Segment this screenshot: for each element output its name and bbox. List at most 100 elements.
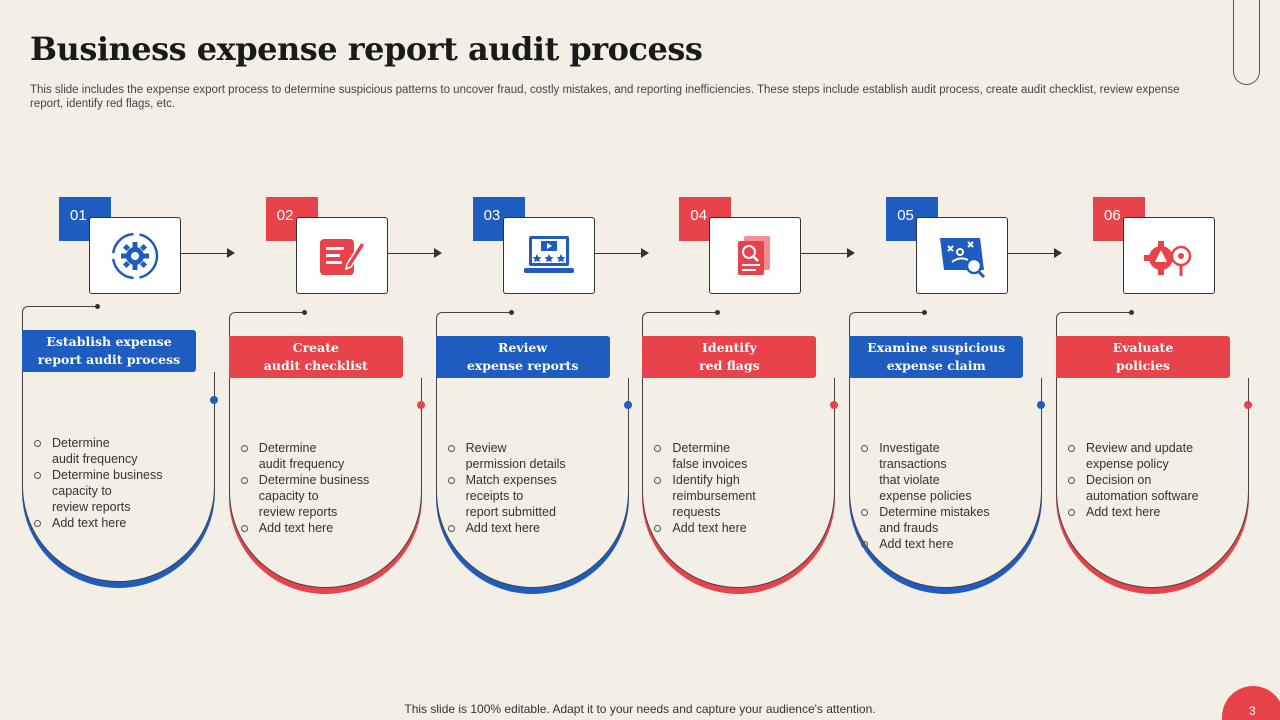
bullet-line: Add text here — [1086, 505, 1161, 519]
step-title-line: red flags — [699, 358, 760, 373]
step-title-line: audit checklist — [263, 358, 368, 373]
bullet-line: Add text here — [258, 521, 334, 535]
step-title-line: policies — [1116, 358, 1170, 373]
connector-dot — [922, 310, 928, 315]
bullet-line: Determine mistakes — [879, 505, 990, 519]
connector-dot — [1129, 310, 1134, 315]
bullet-line: Investigate transactions — [879, 441, 947, 471]
step-arrow — [594, 248, 649, 258]
bullet-item: Add text here — [240, 520, 390, 536]
bullet-item: Add text here — [860, 536, 1010, 552]
bullet-item: Determine mistakes and frauds — [860, 504, 1010, 536]
page-subtitle: This slide includes the expense export p… — [30, 84, 1180, 110]
step-title-line: expense reports — [466, 358, 579, 373]
bullet-line: reimbursement — [672, 489, 756, 503]
step-connector — [642, 312, 719, 336]
cup-outline — [642, 378, 836, 588]
step-title-line: Evaluate — [1112, 340, 1174, 355]
bullet-line: audit frequency — [52, 452, 138, 466]
step-title-line: Examine suspicious — [867, 340, 1006, 355]
step-number: 03 — [472, 197, 525, 241]
bullet-line: Match expenses — [465, 473, 557, 487]
step-icon-box — [916, 217, 1009, 294]
connector-dot — [715, 310, 721, 315]
bullet-line: Add text here — [465, 521, 540, 535]
end-dot — [210, 396, 218, 404]
bullet-line: Determine — [52, 436, 110, 450]
step-title: Evaluate policies — [1056, 336, 1230, 378]
bullet-item: Decision on automation software — [1067, 472, 1217, 504]
step-title: Establish expense report audit process — [22, 330, 196, 372]
step-title-line: Establish expense — [46, 334, 172, 349]
step-connector — [849, 312, 926, 336]
page-title: Business expense report audit process — [30, 30, 703, 68]
bullet-line: requests — [672, 505, 721, 519]
process-step: 04 Identify red flags Determine false in… — [642, 0, 856, 720]
bullet-line: false invoices — [672, 457, 748, 471]
end-dot — [623, 401, 632, 409]
connector-dot — [95, 304, 100, 309]
bullet-line: Review — [465, 441, 507, 455]
bullet-line: expense policies — [879, 489, 972, 503]
cup-outline — [849, 378, 1043, 588]
bullet-line: Determine business — [258, 473, 370, 487]
bullet-line: review reports — [258, 505, 338, 519]
step-icon-box — [709, 217, 802, 294]
cup-outline — [22, 372, 215, 582]
step-connector — [435, 312, 512, 336]
bullet-item: Determine business capacity to review repo… — [33, 467, 183, 515]
end-dot — [1037, 401, 1046, 409]
bullet-line: Add text here — [52, 516, 127, 530]
footer-note: This slide is 100% editable. Adapt it to… — [404, 702, 876, 716]
process-step: 01 Establish expense report audit proces… — [22, 0, 235, 720]
end-dot — [416, 401, 425, 409]
connector-dot — [301, 310, 307, 315]
bullet-line: automation software — [1086, 489, 1199, 503]
bullet-line: review reports — [52, 500, 131, 514]
bullet-item: Add text here — [33, 515, 183, 531]
bullet-line: and frauds — [879, 521, 939, 535]
document-magnifier-icon — [732, 232, 778, 280]
bullet-line: Add text here — [879, 537, 954, 551]
step-title-line: Review — [498, 340, 548, 355]
step-icon-box — [1123, 217, 1215, 294]
bullet-line: Determine — [258, 441, 317, 455]
step-icon-box — [89, 217, 181, 294]
bullet-line: receipts to — [465, 489, 524, 503]
bullet-line: Decision on — [1086, 473, 1152, 487]
step-arrow — [387, 248, 442, 258]
laptop-video-rating-icon — [521, 232, 577, 280]
bullet-line: Add text here — [672, 521, 747, 535]
bullet-item: Determine audit frequency — [33, 435, 183, 467]
bullet-line: capacity to — [52, 484, 112, 498]
bullet-line: report submitted — [465, 505, 556, 519]
cup-outline — [1056, 378, 1249, 588]
bullet-line: Determine — [672, 441, 731, 455]
bullet-line: Determine business — [52, 468, 163, 482]
step-connector — [228, 312, 305, 336]
bullet-item: Add text here — [447, 520, 597, 536]
cup-outline — [435, 378, 629, 588]
policy-gear-magnifier-icon — [1141, 232, 1197, 280]
step-title: Examine suspicious expense claim — [849, 336, 1024, 378]
step-connector — [1056, 312, 1132, 336]
bullet-item: Determine false invoices — [653, 440, 803, 472]
step-title: Create audit checklist — [228, 336, 403, 378]
step-icon-box — [502, 217, 595, 294]
step-title: Review expense reports — [435, 336, 610, 378]
step-title-line: Create — [292, 340, 339, 355]
